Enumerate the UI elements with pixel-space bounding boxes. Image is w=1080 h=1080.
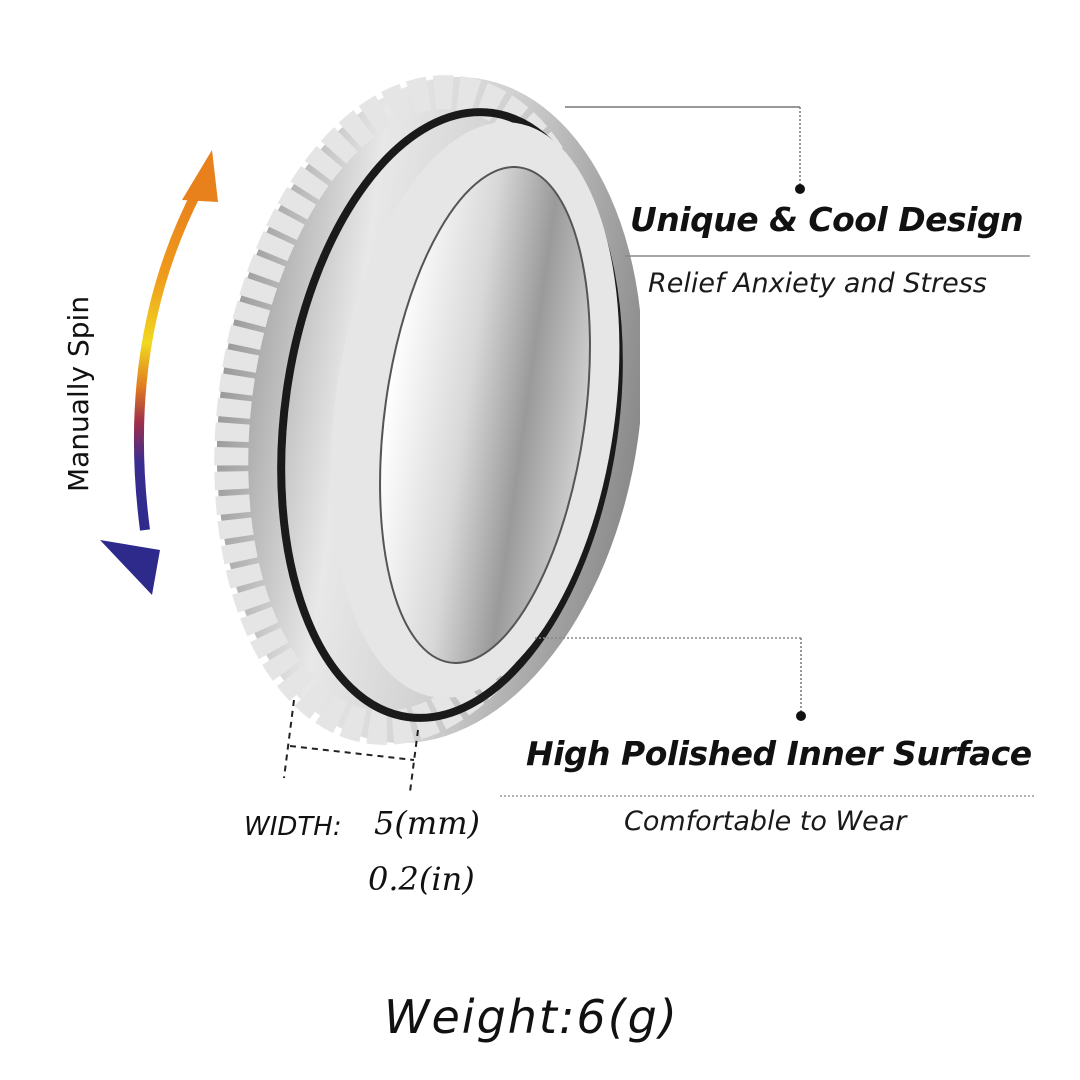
feature-subtitle-surface: Comfortable to Wear <box>624 806 907 837</box>
feature-title-surface: High Polished Inner Surface <box>526 734 1032 773</box>
width-label: WIDTH: <box>244 812 342 842</box>
feature-subtitle-design: Relief Anxiety and Stress <box>648 268 987 299</box>
width-in-value: 0.2(in) <box>368 860 475 898</box>
feature-title-design: Unique & Cool Design <box>630 200 1024 239</box>
width-mm-value: 5(mm) <box>374 804 481 842</box>
ring-image <box>214 75 640 745</box>
spin-arrow-icon <box>100 150 218 595</box>
weight-label: Weight:6(g) <box>384 990 679 1044</box>
